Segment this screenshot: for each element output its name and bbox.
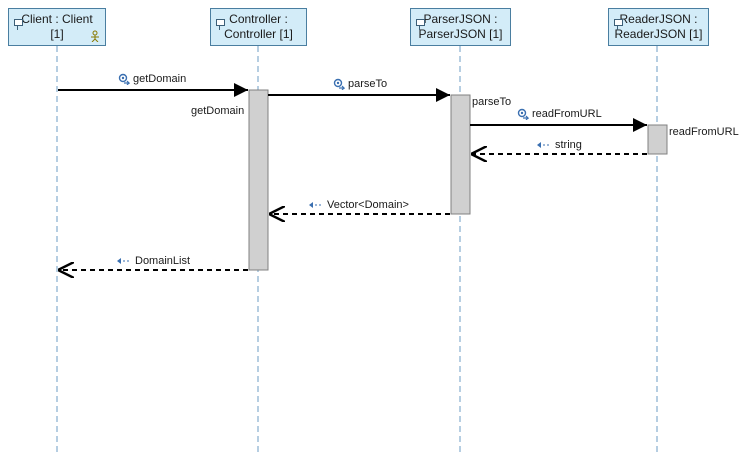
lifeline-icon: [416, 19, 425, 30]
lifeline-icon: [216, 19, 225, 30]
lifeline-header-readerjson[interactable]: ReaderJSON : ReaderJSON [1]: [608, 8, 709, 46]
lifeline-header-client[interactable]: Client : Client [1]: [8, 8, 106, 46]
lifeline-subtitle: [1]: [50, 27, 64, 41]
lifeline-subtitle: Controller [1]: [224, 27, 293, 41]
lifeline-title: Controller :: [229, 12, 288, 26]
lifeline-title: ReaderJSON :: [619, 12, 698, 26]
return-label-domainlist[interactable]: DomainList: [116, 255, 190, 268]
activation-label-readfromurl: readFromURL: [669, 126, 739, 138]
return-label-vector-domain[interactable]: Vector<Domain>: [308, 199, 409, 212]
lifeline-title: ParserJSON :: [423, 12, 498, 26]
sync-message-icon: [517, 108, 529, 121]
sync-message-icon: [118, 73, 130, 86]
activation-readerjson[interactable]: [647, 124, 668, 155]
lifeline-icon: [614, 19, 623, 30]
message-text: Vector<Domain>: [327, 199, 409, 211]
activation-label-getdomain: getDomain: [191, 105, 245, 117]
message-text: getDomain: [133, 73, 187, 85]
lifeline-subtitle: ParserJSON [1]: [418, 27, 503, 41]
lifeline-header-parserjson[interactable]: ParserJSON : ParserJSON [1]: [410, 8, 511, 46]
return-label-string[interactable]: string: [536, 139, 582, 152]
message-label-getdomain[interactable]: getDomain: [118, 73, 186, 86]
message-text: string: [555, 139, 582, 151]
lifeline-icon: [14, 19, 23, 30]
actor-icon: [91, 30, 99, 42]
activation-parserjson[interactable]: [450, 94, 471, 215]
message-text: parseTo: [348, 78, 388, 90]
lifeline-subtitle: ReaderJSON [1]: [614, 27, 703, 41]
lifeline-title: Client : Client: [21, 12, 93, 26]
return-message-icon: [309, 202, 321, 209]
return-message-icon: [537, 142, 549, 149]
lifeline-header-controller[interactable]: Controller : Controller [1]: [210, 8, 307, 46]
activation-label-parseto: parseTo: [472, 96, 512, 108]
message-text: DomainList: [135, 255, 191, 267]
message-label-parseto[interactable]: parseTo: [333, 78, 387, 91]
message-label-readfromurl[interactable]: readFromURL: [517, 108, 602, 121]
activation-controller[interactable]: [248, 89, 269, 271]
return-message-icon: [117, 258, 129, 265]
sync-message-icon: [333, 78, 345, 91]
message-text: readFromURL: [532, 108, 602, 120]
